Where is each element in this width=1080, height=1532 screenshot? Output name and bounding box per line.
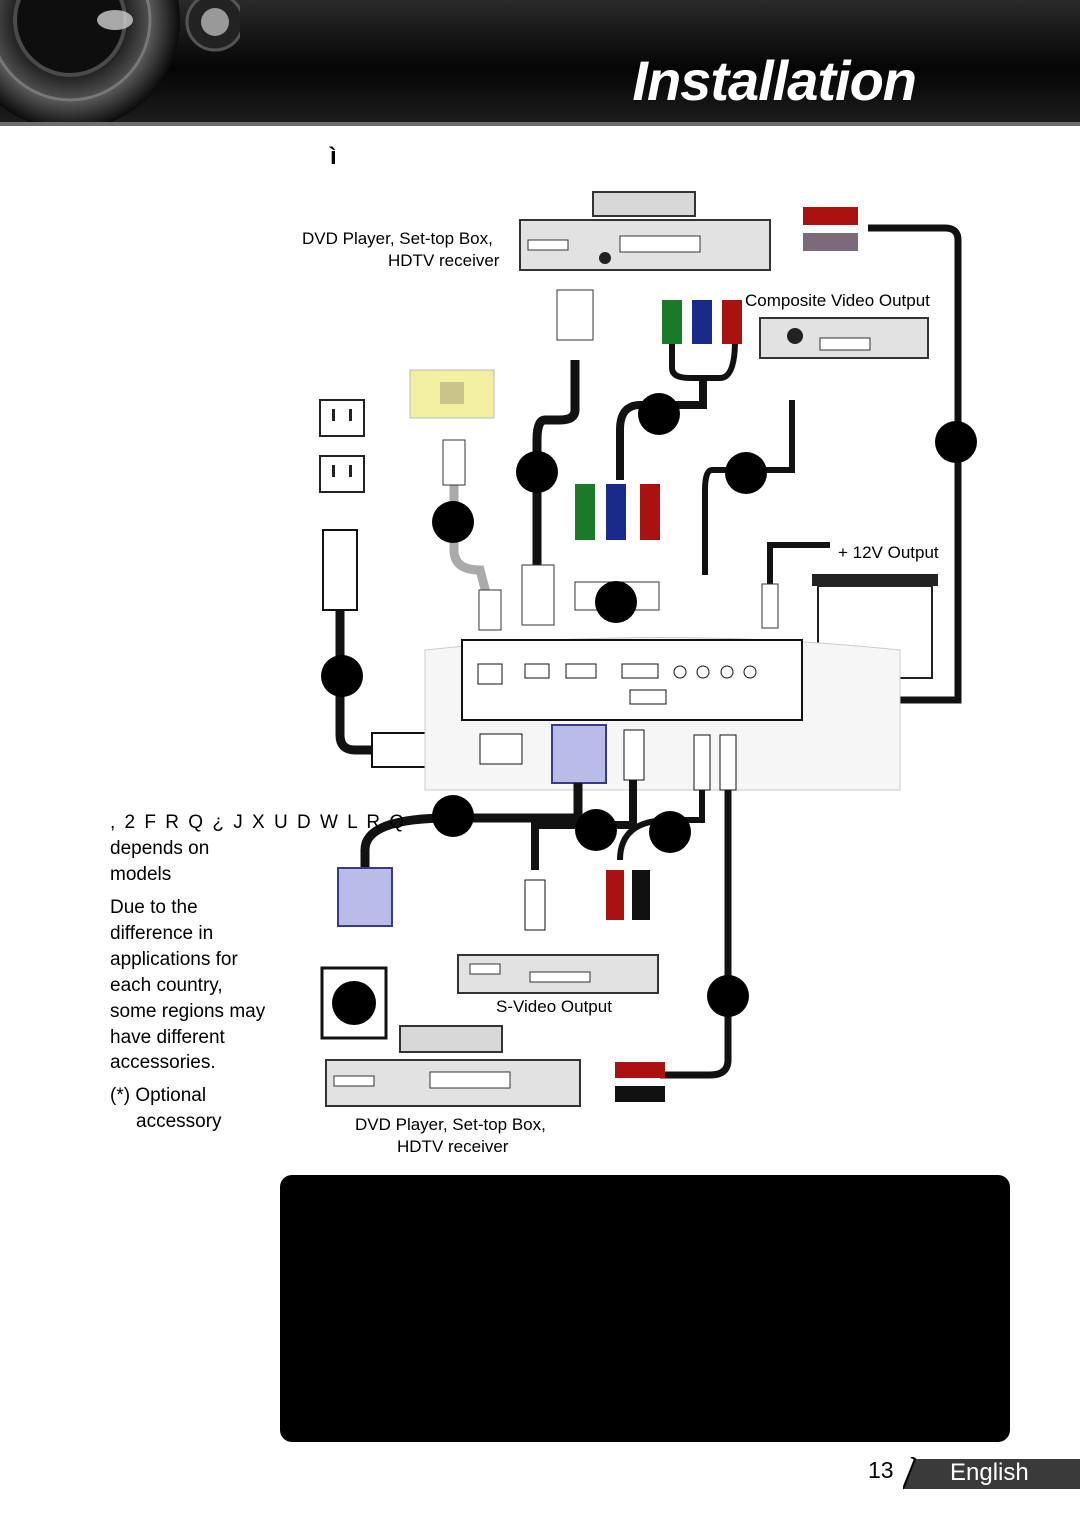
note-io-configuration: , 2 F R Q ¿ J X U D W L R Q — [110, 812, 407, 833]
note-accessories-line: applications for — [110, 949, 238, 970]
note-depends-on: depends on — [110, 838, 210, 859]
dvd-player-bottom-device — [325, 1025, 581, 1107]
vcr-device — [759, 317, 929, 359]
note-accessories-line: have different — [110, 1027, 225, 1048]
wall-outlet — [319, 399, 365, 493]
page-number: 13 — [868, 1457, 894, 1483]
page-title: Installation — [632, 49, 917, 112]
language-tab — [903, 1457, 1080, 1490]
twelve-volt-trigger-cable — [761, 542, 830, 629]
note-accessories-line: difference in — [110, 923, 214, 944]
note-models: models — [110, 864, 172, 885]
dvd-player-top-device — [519, 191, 771, 271]
component-cable — [575, 300, 742, 540]
header-divider — [0, 122, 1080, 126]
note-optional: (*) Optional — [110, 1085, 207, 1106]
dvd-top-label-line1: DVD Player, Set-top Box, — [302, 229, 493, 248]
scart-adapter-bottom — [320, 966, 388, 1040]
hdmi-cable — [516, 289, 594, 626]
audio-cable — [702, 400, 795, 575]
composite-video-output-label: Composite Video Output — [745, 291, 930, 310]
network-cable — [432, 439, 502, 631]
note-box — [280, 1175, 1010, 1442]
vga-cable — [337, 724, 607, 927]
svideo-output-label: S-Video Output — [496, 997, 612, 1016]
connection-diagram — [319, 191, 977, 1107]
svideo-device — [457, 954, 659, 994]
note-accessories-line: accessories. — [110, 1052, 216, 1073]
note-accessory: accessory — [136, 1111, 222, 1132]
twelve-volt-output-label: + 12V Output — [838, 543, 939, 562]
note-accessories-line: each country, — [110, 975, 223, 996]
projector-lens-graphic — [0, 0, 240, 125]
language-label: English — [950, 1459, 1029, 1486]
svideo-cable — [524, 729, 645, 931]
page-header — [0, 0, 1080, 125]
note-accessories-line: some regions may — [110, 1001, 266, 1022]
composite-video-cable — [803, 207, 977, 704]
note-accessories-line: Due to the — [110, 897, 198, 918]
dvd-bottom-label-line2: HDTV receiver — [397, 1137, 509, 1156]
projector-rear-panel — [424, 637, 901, 791]
section-heading: ì — [330, 143, 337, 170]
audio-rca-cable — [606, 734, 749, 1102]
dvd-top-label-line2: HDTV receiver — [388, 251, 500, 270]
dvd-bottom-label-line1: DVD Player, Set-top Box, — [355, 1115, 546, 1134]
